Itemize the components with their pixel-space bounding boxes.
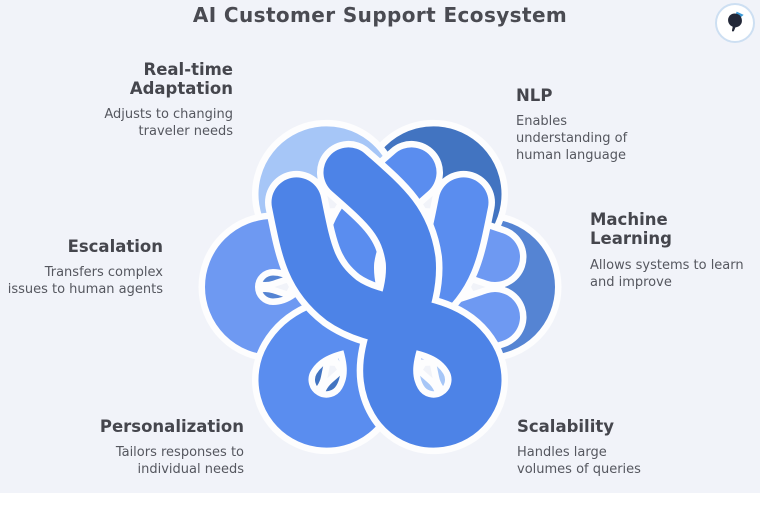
node-escalation: Escalation Transfers complex issues to h… [0, 237, 163, 299]
node-title: Escalation [67, 237, 163, 256]
brand-logo[interactable] [715, 3, 755, 43]
page-title: AI Customer Support Ecosystem [192, 3, 568, 27]
node-description: Allows systems to learn and improve [590, 258, 744, 291]
node-title: Real-time Adaptation [129, 60, 233, 99]
node-personalization: Personalization Tailors responses to ind… [64, 417, 244, 479]
node-scalability: Scalability Handles large volumes of que… [517, 417, 677, 479]
node-real-time-adaptation: Real-time Adaptation Adjusts to changing… [53, 60, 233, 141]
bird-quill-icon [728, 11, 744, 32]
node-description: Enables understanding of human language [516, 114, 628, 163]
node-nlp: NLP Enables understanding of human langu… [516, 86, 656, 165]
node-description: Tailors responses to individual needs [115, 445, 244, 478]
node-title: Machine Learning [590, 210, 672, 249]
node-machine-learning: Machine Learning Allows systems to learn… [590, 210, 760, 292]
node-description: Handles large volumes of queries [517, 445, 641, 478]
bottom-margin-strip [0, 493, 760, 506]
node-description: Transfers complex issues to human agents [7, 265, 163, 298]
node-title: Scalability [517, 417, 615, 436]
node-title: Personalization [99, 417, 244, 436]
node-description: Adjusts to changing traveler needs [104, 107, 233, 140]
node-title: NLP [516, 86, 553, 105]
